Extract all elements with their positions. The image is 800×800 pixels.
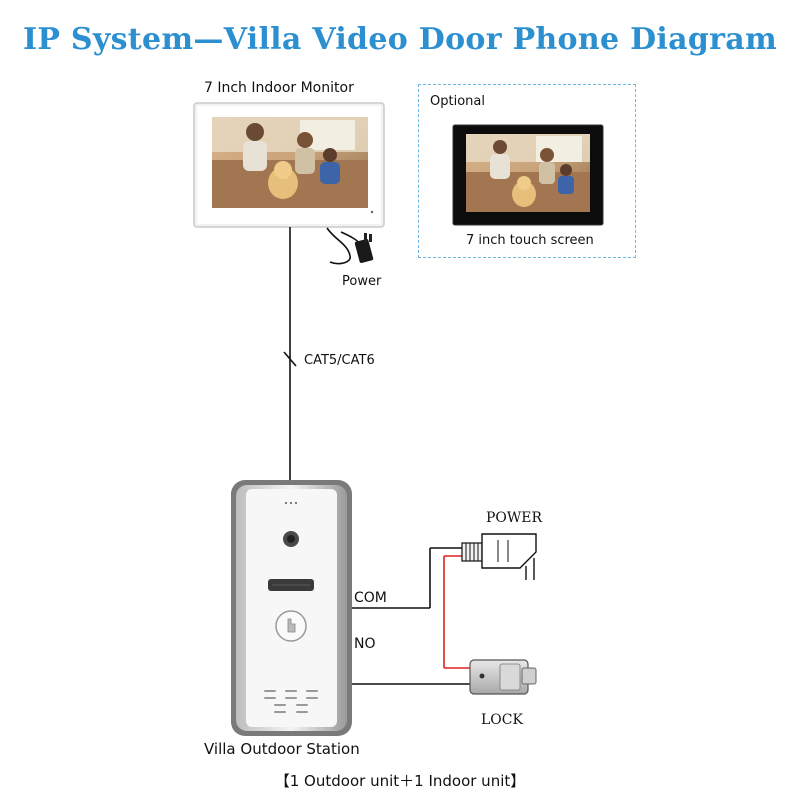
footer-note: 【1 Outdoor unit＋1 Indoor unit】 <box>274 772 526 790</box>
cat-cable <box>283 227 297 482</box>
no-label: NO <box>354 636 376 652</box>
optional-monitor <box>452 124 604 226</box>
cable-label: CAT5/CAT6 <box>304 353 375 368</box>
power-plug-label: POWER <box>486 510 543 526</box>
power-adapter-icon <box>326 227 374 265</box>
wiring <box>352 547 470 685</box>
diagram-title: IP System—Villa Video Door Phone Diagram <box>22 22 778 57</box>
lock-icon <box>469 659 537 695</box>
touch-screen-caption: 7 inch touch screen <box>466 233 594 248</box>
outdoor-station <box>231 480 352 736</box>
power-plug-icon <box>461 533 537 580</box>
indoor-monitor-label: 7 Inch Indoor Monitor <box>204 80 354 96</box>
outdoor-station-label: Villa Outdoor Station <box>204 740 360 758</box>
optional-label: Optional <box>430 94 485 109</box>
power-adapter-label: Power <box>342 274 382 289</box>
optional-box <box>418 84 636 258</box>
com-label: COM <box>354 590 387 606</box>
lock-label: LOCK <box>481 712 523 728</box>
indoor-monitor <box>193 102 385 228</box>
